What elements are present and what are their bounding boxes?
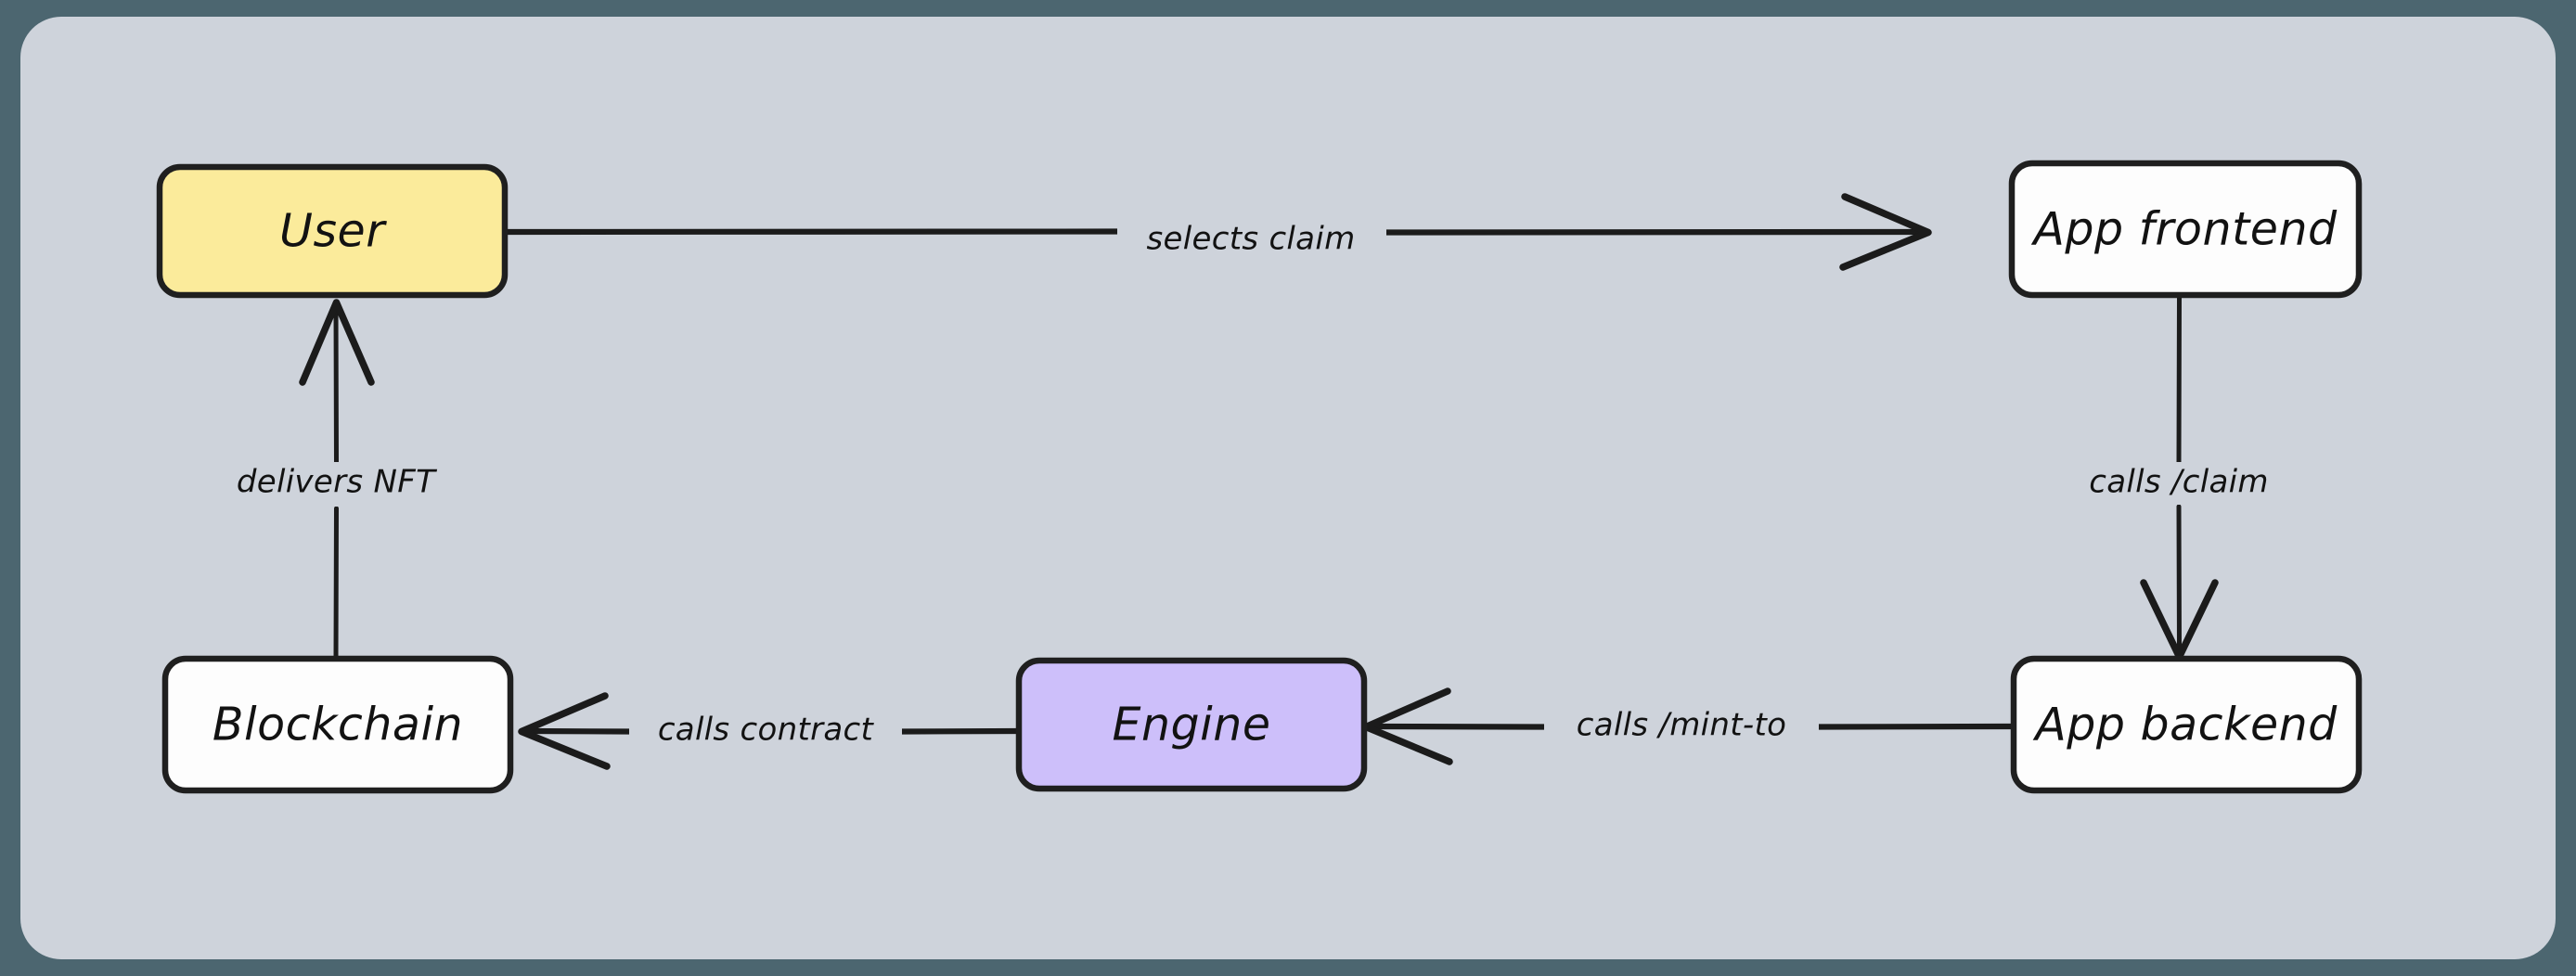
- node-blockchain-label: Blockchain: [213, 699, 463, 751]
- node-user[interactable]: User: [156, 163, 509, 299]
- node-app-backend[interactable]: App backend: [2010, 655, 2363, 794]
- edge-line-segment-left: [523, 727, 633, 735]
- arrowhead-left: [518, 692, 611, 770]
- node-app-frontend-label: App frontend: [2030, 203, 2338, 256]
- edge-line-segment-bottom: [333, 506, 339, 661]
- edge-line-segment-left: [503, 228, 1121, 236]
- node-app-frontend[interactable]: App frontend: [2008, 160, 2363, 299]
- edge-user-to-app-frontend: selects claim: [503, 193, 1932, 271]
- edge-line-segment-top: [333, 303, 339, 465]
- edge-line-segment-bottom: [2176, 504, 2182, 652]
- node-blockchain-shape[interactable]: [161, 655, 514, 794]
- node-user-label: User: [279, 205, 387, 258]
- edge-label-delivers-nft: delivers NFT: [237, 464, 437, 501]
- node-app-frontend-shape[interactable]: [2008, 160, 2363, 299]
- edge-blockchain-to-user: delivers NFT: [208, 299, 464, 661]
- node-app-backend-label: App backend: [2032, 699, 2338, 751]
- edge-line-segment-right: [1815, 723, 2016, 730]
- arrowhead-up: [299, 299, 375, 386]
- edge-app-backend-to-engine: calls /mint-to: [1362, 687, 2016, 765]
- edge-line-segment-left: [1368, 723, 1548, 730]
- edge-label-calls-mint-to: calls /mint-to: [1577, 707, 1786, 744]
- edge-engine-to-blockchain: calls contract: [518, 692, 1023, 770]
- edge-label-selects-claim: selects claim: [1147, 221, 1356, 258]
- node-engine-shape[interactable]: [1015, 657, 1368, 792]
- edge-app-frontend-to-app-backend: calls /claim: [2062, 294, 2298, 661]
- edge-label-calls-contract: calls contract: [658, 712, 875, 749]
- edge-line-segment-right: [1383, 228, 1926, 236]
- edge-label-calls-claim: calls /claim: [2089, 464, 2269, 501]
- node-engine[interactable]: Engine: [1015, 657, 1368, 792]
- edge-label-backdrop: [1117, 215, 1386, 254]
- edge-label-backdrop: [629, 712, 902, 752]
- arrowhead-right: [1839, 193, 1932, 271]
- node-blockchain[interactable]: Blockchain: [161, 655, 514, 794]
- edge-line-segment-right: [898, 727, 1023, 735]
- node-user-shape[interactable]: [156, 163, 509, 299]
- node-engine-label: Engine: [1113, 699, 1271, 751]
- edge-label-backdrop: [2062, 462, 2298, 505]
- edge-label-backdrop: [208, 462, 464, 507]
- edge-label-backdrop: [1544, 707, 1819, 748]
- edge-line-segment-top: [2176, 294, 2182, 465]
- node-app-backend-shape[interactable]: [2010, 655, 2363, 794]
